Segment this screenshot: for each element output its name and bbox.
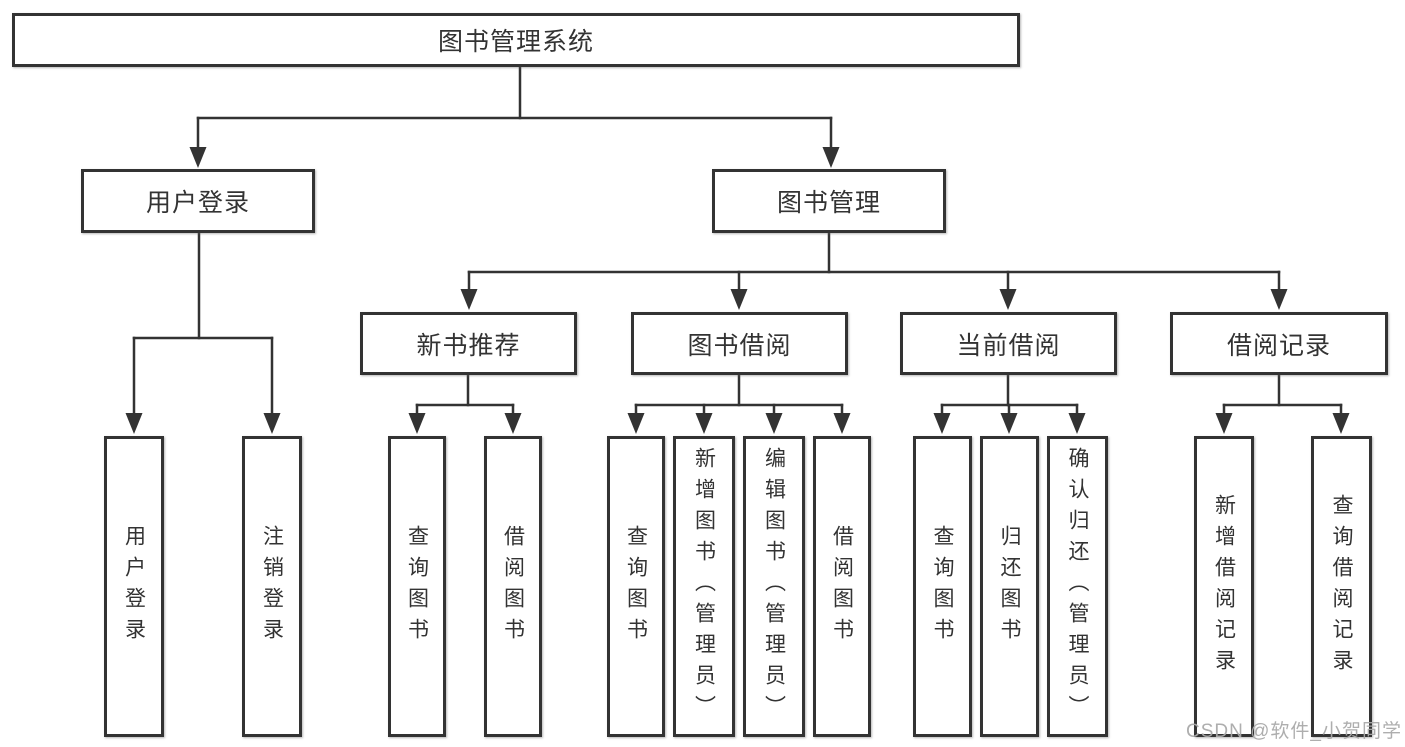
leaf-logout: 注销登录 [242, 436, 302, 737]
leaf-query-books-borrowing: 查询图书 [607, 436, 665, 737]
leaf-logout-label: 注销登录 [260, 524, 284, 649]
node-borrowing-records-label: 借阅记录 [1226, 331, 1331, 360]
leaf-query-books-recommend-label: 查询图书 [405, 524, 429, 649]
leaf-add-book-admin-label: 新增图书（管理员） [692, 447, 716, 726]
leaf-user-login: 用户登录 [104, 436, 164, 737]
node-book-borrowing: 图书借阅 [631, 312, 848, 375]
node-book-borrowing-label: 图书借阅 [687, 331, 792, 360]
node-new-book-recommendation: 新书推荐 [360, 312, 577, 375]
leaf-confirm-return-admin: 确认归还（管理员） [1047, 436, 1108, 737]
leaf-query-borrow-record: 查询借阅记录 [1311, 436, 1372, 737]
node-current-borrowing-label: 当前借阅 [956, 331, 1061, 360]
leaf-add-book-admin: 新增图书（管理员） [673, 436, 735, 737]
csdn-watermark: CSDN @软件_小贺同学 [1186, 721, 1402, 742]
leaf-query-borrow-record-label: 查询借阅记录 [1330, 493, 1353, 680]
leaf-query-books-current: 查询图书 [913, 436, 972, 737]
node-root: 图书管理系统 [12, 13, 1020, 67]
leaf-return-book: 归还图书 [980, 436, 1039, 737]
leaf-borrow-books-recommend-label: 借阅图书 [501, 524, 525, 649]
leaf-confirm-return-admin-label: 确认归还（管理员） [1066, 447, 1089, 726]
leaf-add-borrow-record-label: 新增借阅记录 [1212, 493, 1236, 680]
leaf-query-books-recommend: 查询图书 [388, 436, 446, 737]
leaf-borrow-books-borrowing-label: 借阅图书 [830, 524, 854, 649]
node-user-login: 用户登录 [81, 169, 315, 233]
node-current-borrowing: 当前借阅 [900, 312, 1117, 375]
node-book-management-label: 图书管理 [776, 189, 881, 217]
arrowheads [125, 147, 1350, 434]
leaf-return-book-label: 归还图书 [998, 524, 1021, 649]
leaf-borrow-books-borrowing: 借阅图书 [813, 436, 871, 737]
leaf-user-login-label: 用户登录 [122, 524, 146, 649]
leaf-query-books-current-label: 查询图书 [931, 524, 954, 649]
node-book-management: 图书管理 [712, 169, 946, 233]
leaf-add-borrow-record: 新增借阅记录 [1194, 436, 1254, 737]
leaf-edit-book-admin-label: 编辑图书（管理员） [762, 447, 786, 726]
leaf-edit-book-admin: 编辑图书（管理员） [743, 436, 805, 737]
node-borrowing-records: 借阅记录 [1170, 312, 1388, 375]
node-root-label: 图书管理系统 [437, 28, 594, 56]
leaf-query-books-borrowing-label: 查询图书 [624, 524, 648, 649]
node-new-book-recommendation-label: 新书推荐 [416, 331, 521, 360]
node-user-login-label: 用户登录 [145, 189, 250, 217]
leaf-borrow-books-recommend: 借阅图书 [484, 436, 542, 737]
